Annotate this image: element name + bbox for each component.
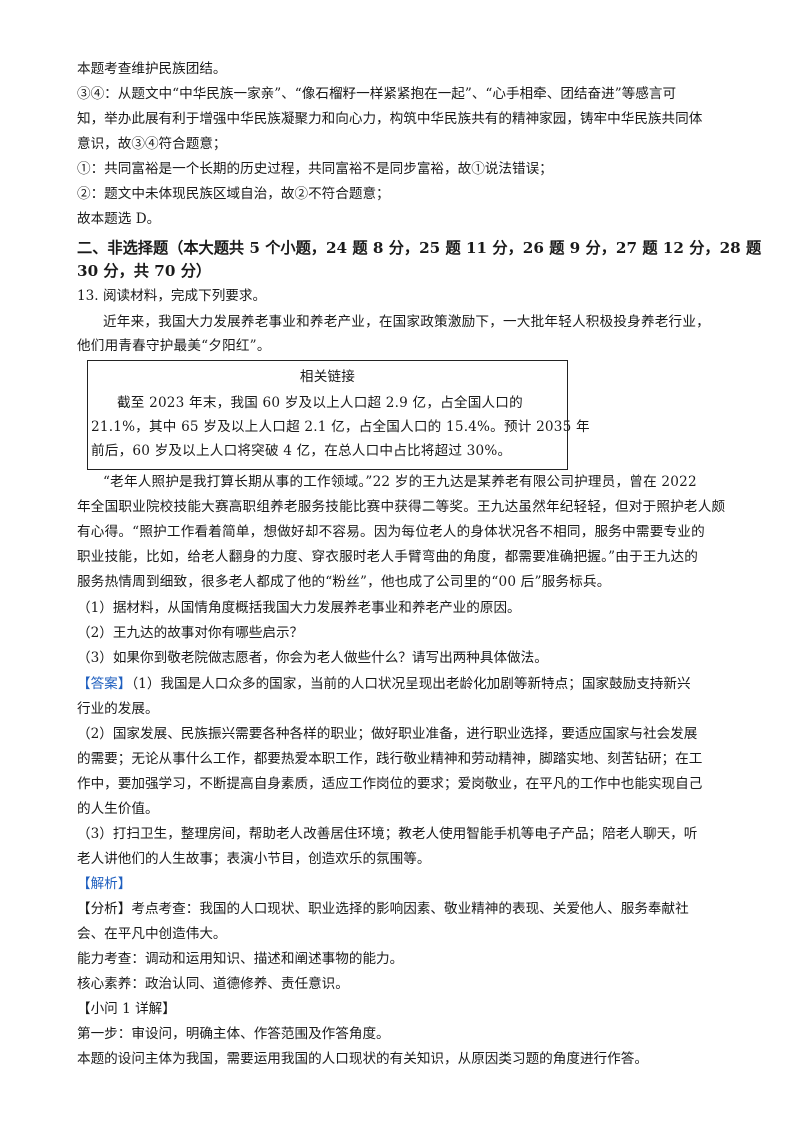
sub-question: （1）据材料，从国情角度概括我国大力发展养老事业和养老产业的原因。	[77, 600, 521, 616]
sub-question: （2）王九达的故事对你有哪些启示？	[77, 625, 304, 641]
text-line: 故本题选 D。	[77, 211, 161, 227]
material-line: 服务热情周到细致，很多老人都成了他的“粉丝”，他也成了公司里的“00 后”服务标…	[77, 574, 611, 590]
text-line: 知，举办此展有利于增强中华民族凝聚力和向心力，构筑中华民族共有的精神家园，铸牢中…	[77, 111, 703, 127]
material-line: 他们用青春守护最美“夕阳红”。	[77, 338, 271, 354]
text-line: 能力考查：调动和运用知识、描述和阐述事物的能力。	[77, 951, 404, 967]
text-line: 的人生价值。	[77, 801, 159, 817]
related-link-box	[87, 360, 568, 470]
text-line: 核心素养：政治认同、道德修养、责任意识。	[77, 976, 349, 992]
text-line: 【分析】考点考查：我国的人口现状、职业选择的影响因素、敬业精神的表现、关爱他人、…	[77, 901, 689, 917]
material-line: 职业技能，比如，给老人翻身的力度、穿衣服时老人手臂弯曲的角度，都需要准确把握。”…	[77, 549, 699, 565]
material-line: 有心得。“照护工作看着简单，想做好却不容易。因为每位老人的身体状况各不相同，服务…	[77, 524, 705, 540]
text-line: ③④：从题文中“中华民族一家亲”、“像石榴籽一样紧紧抱在一起”、“心手相牵、团结…	[77, 86, 677, 102]
material-line: 年全国职业院校技能大赛高职组养老服务技能比赛中获得二等奖。王九达虽然年纪轻轻，但…	[77, 499, 726, 515]
box-line: 21.1%，其中 65 岁及以上人口超 2.1 亿，占全国人口的 15.4%。预…	[91, 419, 590, 435]
question-number: 13. 阅读材料，完成下列要求。	[77, 288, 267, 304]
text-line: （3）打扫卫生，整理房间，帮助老人改善居住环境；教老人使用智能手机等电子产品；陪…	[77, 826, 698, 842]
material-line: 近年来，我国大力发展养老事业和养老产业，在国家政策激励下，一大批年轻人积极投身养…	[103, 314, 710, 330]
text-line: 老人讲他们的人生故事；表演小节目，创造欢乐的氛围等。	[77, 851, 431, 867]
text-line: ②：题文中未体现民族区域自治，故②不符合题意；	[77, 186, 390, 202]
analysis-tag: 【解析】	[77, 876, 132, 892]
section-title-cont: 30 分，共 70 分）	[77, 262, 212, 280]
sub-question: （3）如果你到敬老院做志愿者，你会为老人做些什么？请写出两种具体做法。	[77, 650, 548, 666]
text-line: 会、在平凡中创造伟大。	[77, 926, 227, 942]
section-title: 二、非选择题（本大题共 5 个小题，24 题 8 分，25 题 11 分，26 …	[77, 239, 762, 257]
text-line: 行业的发展。	[77, 701, 159, 717]
text-line: 本题考查维护民族团结。	[77, 61, 227, 77]
text-line: 本题的设问主体为我国，需要运用我国的人口现状的有关知识，从原因类习题的角度进行作…	[77, 1051, 648, 1067]
text-line: 的需要；无论从事什么工作，都要热爱本职工作，践行敬业精神和劳动精神，脚踏实地、刻…	[77, 751, 703, 767]
sub-heading: 【小问 1 详解】	[77, 1001, 176, 1017]
text-line: 第一步：审设问，明确主体、作答范围及作答角度。	[77, 1026, 390, 1042]
box-line: 前后，60 岁及以上人口将突破 4 亿，在总人口中占比将超过 30%。	[91, 443, 512, 459]
box-line: 截至 2023 年末，我国 60 岁及以上人口超 2.9 亿，占全国人口的	[117, 395, 523, 411]
text-line: 意识，故③④符合题意；	[77, 136, 227, 152]
answer-text: （1）我国是人口众多的国家，当前的人口状况呈现出老龄化加剧等新特点；国家鼓励支持…	[131, 676, 691, 692]
material-line: “老年人照护是我打算长期从事的工作领域。”22 岁的王九达是某养老有限公司护理员…	[103, 474, 697, 490]
answer-line: 【答案】（1）我国是人口众多的国家，当前的人口状况呈现出老龄化加剧等新特点；国家…	[77, 673, 691, 695]
text-line: （2）国家发展、民族振兴需要各种各样的职业；做好职业准备，进行职业选择，要适应国…	[77, 726, 698, 742]
text-line: 作中，要加强学习，不断提高自身素质，适应工作岗位的要求；爱岗敬业，在平凡的工作中…	[77, 776, 703, 792]
text-line: ①：共同富裕是一个长期的历史过程，共同富裕不是同步富裕，故①说法错误；	[77, 161, 553, 177]
related-link-title: 相关链接	[299, 369, 356, 385]
answer-tag: 【答案】	[77, 676, 132, 692]
